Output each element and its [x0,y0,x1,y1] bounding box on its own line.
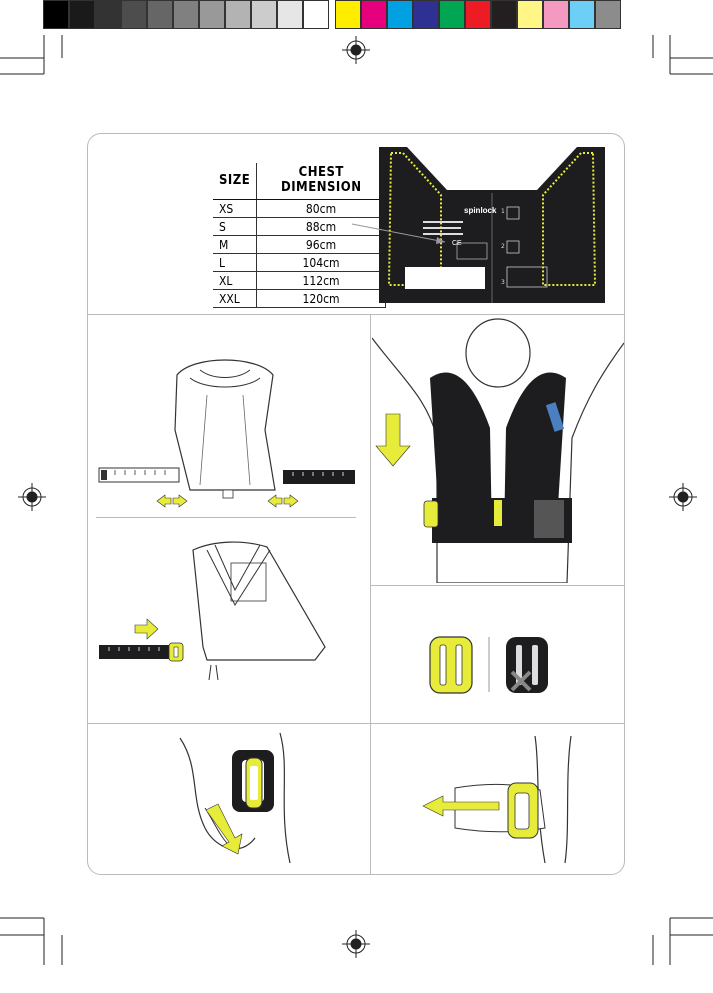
divider [88,723,624,724]
size-cell: M [213,236,257,254]
size-cell: XXL [213,290,257,308]
size-column-header: SIZE [213,163,257,200]
size-cell: S [213,218,257,236]
person-wearing-harness-illustration [372,318,624,583]
size-cell: XL [213,272,257,290]
chest-cell: 104cm [257,254,386,272]
step-number: 2 [501,243,505,250]
size-cell: XS [213,200,257,218]
divider [371,585,624,586]
divider [370,315,371,874]
step-number: 1 [501,208,505,215]
strap-tighten-illustration [395,728,615,868]
chest-dimension-column-header: CHEST DIMENSION [257,163,386,200]
pointer-arrow [350,220,460,250]
vest-strap-adjust-illustration [95,320,360,515]
chest-cell: 120cm [257,290,386,308]
chest-cell: 80cm [257,200,386,218]
size-cell: L [213,254,257,272]
strap-buckle-illustration [95,525,360,720]
buckle-thread-illustration [160,728,360,868]
divider [96,517,356,518]
divider [88,314,624,315]
brand-logo-text: spinlock [464,206,497,215]
step-number: 3 [501,279,505,286]
buckle-orientation-illustration [420,632,570,697]
chest-cell: 112cm [257,272,386,290]
